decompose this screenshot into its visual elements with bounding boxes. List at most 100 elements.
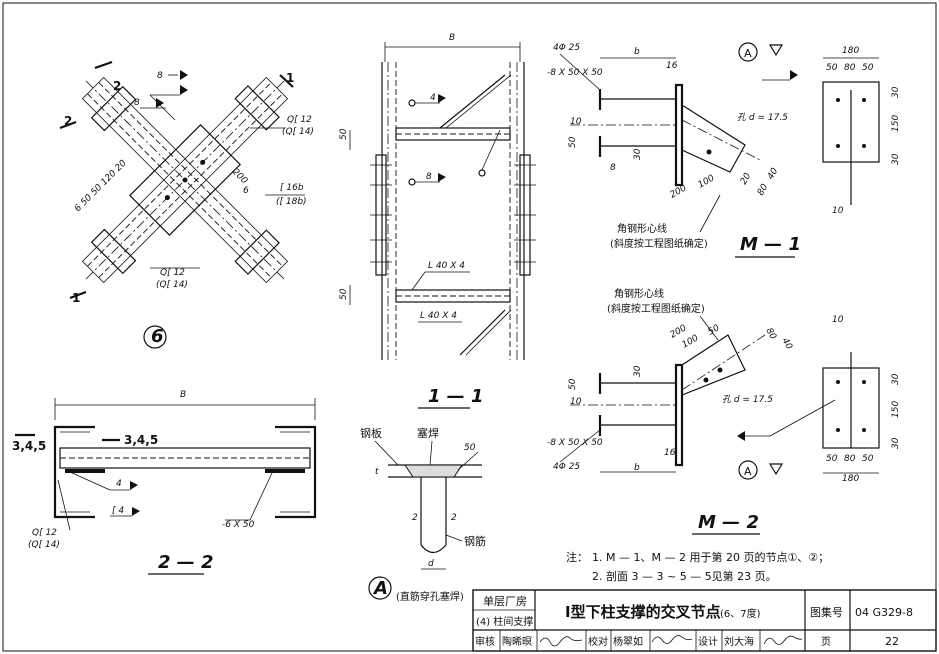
cut-mark-2-top: 2 bbox=[113, 79, 121, 93]
detail-a-plate-label: 钢板 bbox=[360, 426, 382, 440]
m2-b: b bbox=[634, 463, 640, 473]
section-1-1-dim50b: 50 bbox=[339, 288, 349, 300]
m2-plate: -8 X 50 X 50 bbox=[547, 438, 603, 448]
m2-gusset bbox=[681, 334, 746, 396]
channel-c-alt-label: (Q[ 14) bbox=[156, 280, 188, 290]
m2-dim30: 30 bbox=[633, 365, 643, 377]
notes-line1: 1. M — 1、M — 2 用于第 20 页的节点①、②； bbox=[592, 550, 829, 564]
section-1-1-weld8: 8 bbox=[426, 172, 432, 182]
embed-m1: 4Φ 25 -8 X 50 X 50 b 16 10 50 30 8 孔 d =… bbox=[547, 42, 901, 258]
m1-gusset bbox=[681, 103, 746, 173]
weld-size-upper: 8 bbox=[157, 71, 163, 81]
m1-plan-h2: 150 bbox=[891, 115, 901, 132]
section-1-1-angle1: L 40 X 4 bbox=[428, 261, 465, 271]
m2-dim50: 50 bbox=[568, 378, 578, 390]
drawing-title: I型下柱支撑的交叉节点 bbox=[565, 603, 721, 621]
channel-b-alt-label: ([ 18b) bbox=[276, 197, 307, 207]
designer-signature bbox=[763, 635, 803, 645]
m1-weld10: 10 bbox=[832, 206, 844, 216]
m2-weld10: 10 bbox=[832, 315, 844, 325]
notes-line2: 2. 剖面 3 — 3 ~ 5 — 5见第 23 页。 bbox=[592, 569, 777, 583]
m2-bar: 4Φ 25 bbox=[553, 462, 580, 472]
channel-b-label: [ 16b bbox=[280, 183, 304, 193]
m2-dim16: 16 bbox=[664, 448, 676, 458]
m1-dim10: 10 bbox=[570, 117, 582, 127]
m2-plan-w: 180 bbox=[842, 474, 859, 484]
detail-a-d: d bbox=[428, 559, 434, 569]
m1-dim8: 8 bbox=[610, 163, 616, 173]
reviewer-signature bbox=[539, 636, 583, 647]
channel-c-label: Q[ 12 bbox=[160, 268, 185, 278]
channel-a-alt-label: (Q[ 14) bbox=[282, 127, 314, 137]
detail-6-label: 6 bbox=[151, 326, 164, 347]
m2-plan-d1: 50 bbox=[826, 454, 838, 464]
section-2-2-channel4: [ 4 bbox=[112, 506, 124, 516]
atlas-label: 图集号 bbox=[810, 605, 843, 619]
m1-plan-d1: 50 bbox=[826, 63, 838, 73]
detail-a-label: A bbox=[372, 578, 388, 599]
reviewer: 陶晞暝 bbox=[502, 635, 532, 648]
detail-a-t: t bbox=[375, 467, 379, 477]
m2-note2: (斜度按工程图纸确定) bbox=[607, 302, 705, 315]
m1-b: b bbox=[634, 47, 640, 57]
notes: 注： 1. M — 1、M — 2 用于第 20 页的节点①、②； 2. 剖面 … bbox=[566, 550, 829, 583]
detail-a-weld-dim: 50 bbox=[464, 443, 476, 453]
detail-a: d 2 2 t 钢板 塞焊 50 钢筋 A (直筋穿孔塞焊) bbox=[360, 426, 486, 603]
m2-hole: 孔 d = 17.5 bbox=[722, 394, 773, 405]
check-label: 校对 bbox=[588, 635, 608, 648]
notes-prefix: 注： bbox=[566, 550, 588, 564]
m2-plan-h3: 30 bbox=[891, 437, 901, 449]
project-line1: 单层厂房 bbox=[483, 595, 527, 608]
weld-size-lower: 8 bbox=[134, 98, 140, 108]
gusset-plate bbox=[128, 123, 242, 237]
m2-label: M — 2 bbox=[698, 512, 759, 533]
detail-a-gap-right: 2 bbox=[451, 513, 457, 523]
section-2-2-channel: Q[ 12 bbox=[32, 528, 57, 538]
section-1-1-dim50a: 50 bbox=[339, 128, 349, 140]
review-label: 审核 bbox=[475, 635, 495, 648]
m2-dim10: 10 bbox=[570, 397, 582, 407]
atlas-no: 04 G329-8 bbox=[855, 606, 913, 619]
m1-plate: -8 X 50 X 50 bbox=[547, 68, 603, 78]
design-label: 设计 bbox=[698, 635, 718, 648]
checker-signature bbox=[651, 635, 693, 644]
m2-note1: 角钢形心线 bbox=[614, 287, 664, 300]
cut-mark-2-left: 2 bbox=[64, 114, 72, 128]
detail-a-rebar-label: 钢筋 bbox=[464, 534, 486, 548]
m1-hole: 孔 d = 17.5 bbox=[737, 112, 788, 123]
section-2-2-width: B bbox=[180, 390, 186, 400]
m1-label: M — 1 bbox=[740, 234, 801, 255]
detail-a-plug-label: 塞焊 bbox=[417, 426, 439, 440]
m1-plan-d2: 80 bbox=[844, 63, 856, 73]
embed-m2: -8 X 50 X 50 4Φ 25 b 16 10 50 30 孔 d = 1… bbox=[547, 287, 901, 535]
section-1-1-angle2: L 40 X 4 bbox=[420, 311, 457, 321]
page-no: 22 bbox=[885, 635, 899, 648]
section-2-2: B 3,4,5 3,4,5 4 [ 4 -6 X 50 Q[ 12 (Q[ 14… bbox=[12, 390, 317, 575]
m2-marker: A bbox=[744, 465, 752, 478]
drawing-title-note: (6、7度) bbox=[720, 607, 761, 620]
m1-plan-d3: 50 bbox=[862, 63, 874, 73]
m1-marker: A bbox=[744, 47, 752, 60]
section-1-1: B 4 bbox=[339, 33, 536, 409]
project-line2: (4) 柱间支撑 bbox=[476, 615, 533, 628]
m2-plan-d3: 50 bbox=[862, 454, 874, 464]
section-1-1-weld4: 4 bbox=[430, 93, 436, 103]
gap-dim: 6 bbox=[243, 186, 249, 196]
detail-6-circle bbox=[143, 325, 167, 349]
designer: 刘大海 bbox=[724, 635, 754, 648]
section-2-2-plate: -6 X 50 bbox=[222, 520, 255, 530]
cut-mark-345-right: 3,4,5 bbox=[124, 433, 158, 447]
title-block: 单层厂房 (4) 柱间支撑 I型下柱支撑的交叉节点 (6、7度) 图集号 04 … bbox=[472, 589, 937, 652]
detail-a-gap-left: 2 bbox=[412, 513, 418, 523]
m1-note2: (斜度按工程图纸确定) bbox=[610, 237, 708, 250]
m1-plan-h3: 30 bbox=[891, 153, 901, 165]
m2-plan-h1: 30 bbox=[891, 373, 901, 385]
m1-dim30: 30 bbox=[633, 148, 643, 160]
detail-a-caption: (直筋穿孔塞焊) bbox=[396, 590, 464, 603]
section-2-2-label: 2 — 2 bbox=[158, 552, 214, 573]
page-label: 页 bbox=[821, 636, 831, 648]
checker: 杨翠如 bbox=[613, 635, 643, 648]
m2-plan-d2: 80 bbox=[844, 454, 856, 464]
section-1-1-width: B bbox=[449, 33, 455, 43]
